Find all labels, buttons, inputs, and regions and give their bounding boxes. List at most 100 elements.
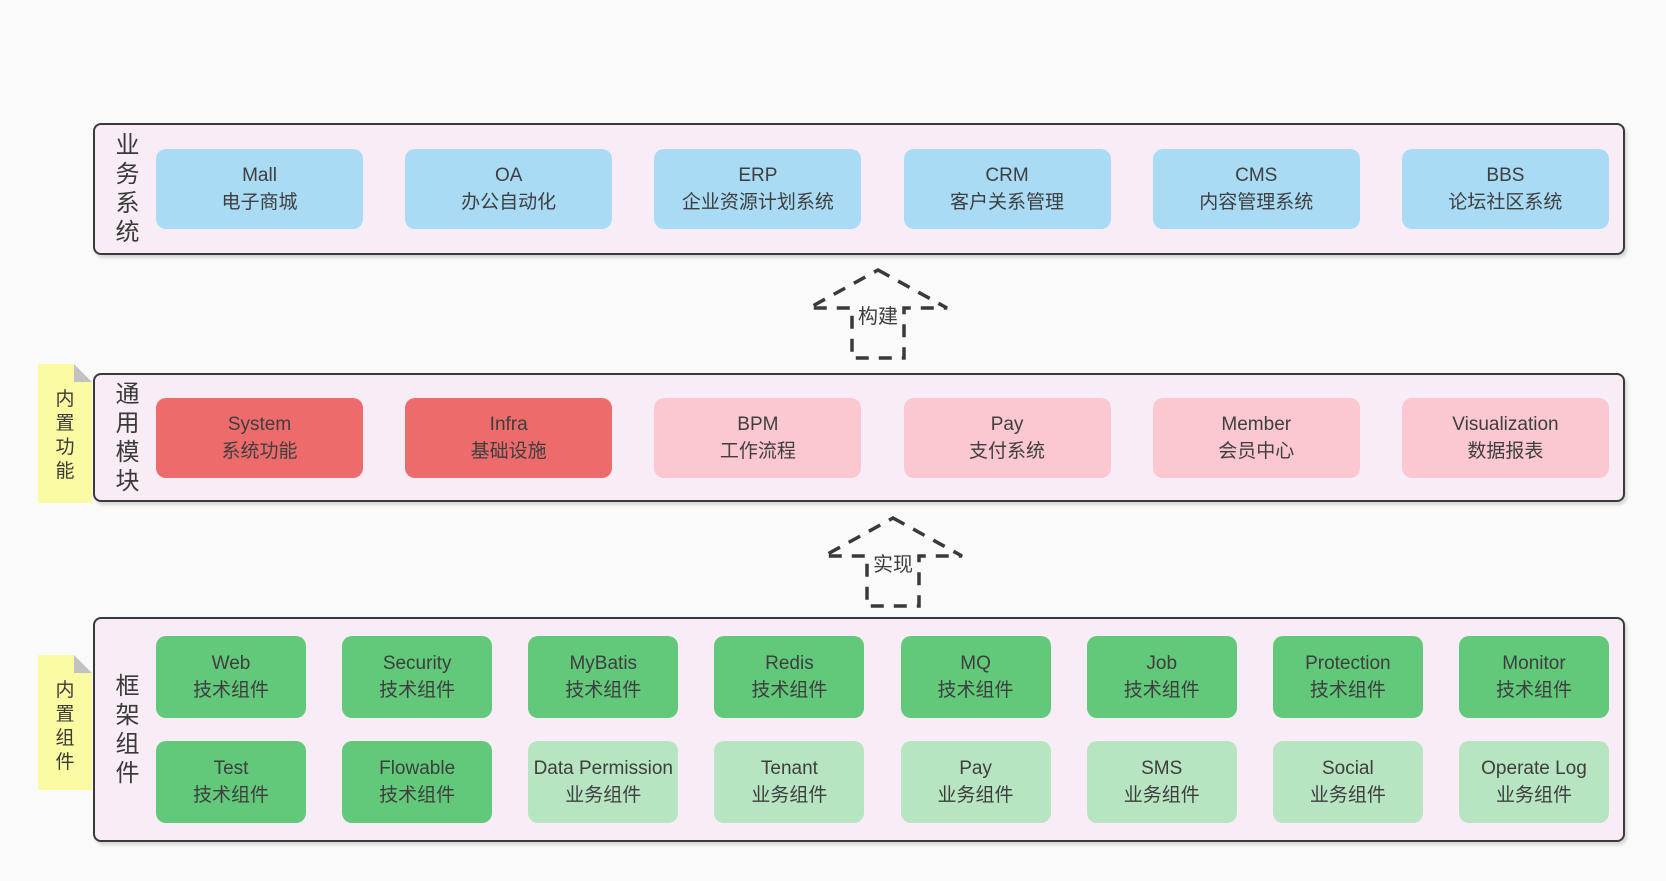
box-title: Security (382, 653, 452, 674)
box-mq: MQ 技术组件 (900, 636, 1051, 718)
dashed-up-arrow-icon (808, 268, 948, 360)
box-subtitle: 工作流程 (719, 440, 796, 462)
box-subtitle: 业务组件 (1309, 785, 1386, 806)
box-sms: SMS 业务组件 (1086, 741, 1237, 823)
box-title: Job (1146, 653, 1178, 674)
box-erp: ERP 企业资源计划系统 (654, 149, 862, 229)
box-pay-component: Pay 业务组件 (900, 741, 1051, 823)
box-subtitle: 业务组件 (751, 785, 828, 806)
box-protection: Protection 技术组件 (1272, 636, 1423, 718)
box-subtitle: 支付系统 (969, 440, 1046, 462)
box-subtitle: 技术组件 (1123, 680, 1200, 701)
box-title: Member (1221, 413, 1292, 435)
box-crm: CRM 客户关系管理 (903, 149, 1111, 229)
box-title: Pay (990, 413, 1024, 435)
box-subtitle: 技术组件 (192, 680, 269, 701)
box-title: CMS (1235, 165, 1278, 186)
panel-label-framework-components: 框架组件 (115, 672, 140, 787)
sticky-label: 内置组件 (55, 680, 75, 773)
box-title: BPM (737, 413, 779, 435)
box-title: Tenant (760, 758, 818, 779)
box-subtitle: 技术组件 (565, 680, 642, 701)
box-subtitle: 办公自动化 (461, 192, 557, 213)
box-title: Mall (242, 165, 277, 186)
box-title: Infra (489, 413, 528, 435)
folded-corner-icon (74, 655, 92, 673)
box-subtitle: 技术组件 (379, 680, 456, 701)
box-social: Social 业务组件 (1272, 741, 1423, 823)
box-subtitle: 业务组件 (937, 785, 1014, 806)
box-subtitle: 业务组件 (1123, 785, 1200, 806)
implement-arrow: 实现 (820, 514, 966, 610)
box-security: Security 技术组件 (342, 636, 493, 718)
framework-components-panel: 框架组件 Web 技术组件 Security 技术组件 MyBatis 技术组件… (93, 617, 1625, 842)
box-subtitle: 技术组件 (937, 680, 1014, 701)
build-arrow: 构建 (805, 266, 951, 362)
box-cms: CMS 内容管理系统 (1152, 149, 1360, 229)
box-job: Job 技术组件 (1086, 636, 1237, 718)
box-pay-system: Pay 支付系统 (903, 397, 1111, 478)
box-title: Visualization (1452, 413, 1559, 435)
box-title: BBS (1486, 165, 1525, 186)
box-flowable: Flowable 技术组件 (342, 741, 493, 823)
box-title: Test (213, 758, 249, 779)
box-title: Pay (959, 758, 992, 779)
box-title: CRM (985, 165, 1029, 186)
box-title: Redis (765, 653, 814, 674)
box-mall: Mall 电子商城 (156, 149, 363, 229)
box-visualization: Visualization 数据报表 (1401, 397, 1609, 478)
box-tenant: Tenant 业务组件 (714, 741, 865, 823)
common-modules-panel: 通用模块 System 系统功能 Infra 基础设施 BPM 工作流程 Pay… (93, 373, 1625, 502)
box-subtitle: 基础设施 (470, 440, 547, 462)
box-subtitle: 技术组件 (1309, 680, 1386, 701)
business-boxes-row: Mall 电子商城 OA 办公自动化 ERP 企业资源计划系统 CRM 客户关系… (156, 149, 1623, 229)
panel-label-business-systems: 业务系统 (115, 132, 140, 246)
box-title: System (227, 413, 292, 435)
box-data-permission: Data Permission 业务组件 (528, 741, 679, 823)
components-rows: Web 技术组件 Security 技术组件 MyBatis 技术组件 Redi… (156, 636, 1623, 823)
box-subtitle: 技术组件 (192, 785, 269, 806)
box-subtitle: 数据报表 (1467, 440, 1544, 462)
box-title: Monitor (1502, 653, 1566, 674)
box-title: MyBatis (569, 653, 638, 674)
box-subtitle: 客户关系管理 (950, 192, 1065, 213)
panel-label-common-modules: 通用模块 (115, 380, 140, 495)
box-redis: Redis 技术组件 (714, 636, 865, 718)
box-subtitle: 技术组件 (379, 785, 456, 806)
box-title: Protection (1305, 653, 1391, 674)
box-title: OA (494, 165, 523, 186)
arrow-label-build: 构建 (854, 299, 902, 330)
box-title: Operate Log (1481, 758, 1587, 779)
sticky-note-builtin-features: 内置功能 (38, 364, 92, 503)
folded-corner-icon (74, 364, 92, 382)
box-title: Web (211, 653, 251, 674)
business-systems-panel: 业务系统 Mall 电子商城 OA 办公自动化 ERP 企业资源计划系统 CRM… (93, 123, 1625, 255)
box-subtitle: 技术组件 (1495, 680, 1572, 701)
box-title: SMS (1141, 758, 1183, 779)
box-subtitle: 系统功能 (221, 440, 298, 462)
components-row-2: Test 技术组件 Flowable 技术组件 Data Permission … (156, 741, 1609, 823)
box-bbs: BBS 论坛社区系统 (1401, 149, 1609, 229)
box-title: Data Permission (533, 758, 673, 779)
box-subtitle: 技术组件 (751, 680, 828, 701)
box-title: MQ (960, 653, 991, 674)
box-subtitle: 电子商城 (221, 192, 298, 213)
box-subtitle: 企业资源计划系统 (681, 192, 834, 213)
box-subtitle: 会员中心 (1218, 440, 1295, 462)
dashed-up-arrow-icon (823, 516, 963, 608)
box-subtitle: 业务组件 (565, 785, 642, 806)
box-subtitle: 内容管理系统 (1199, 192, 1314, 213)
box-bpm: BPM 工作流程 (654, 397, 862, 478)
box-web: Web 技术组件 (156, 636, 306, 718)
box-title: Social (1321, 758, 1374, 779)
arrow-label-implement: 实现 (869, 547, 917, 578)
box-system: System 系统功能 (156, 397, 363, 478)
box-subtitle: 论坛社区系统 (1448, 192, 1563, 213)
box-subtitle: 业务组件 (1495, 785, 1572, 806)
box-oa: OA 办公自动化 (405, 149, 613, 229)
box-member: Member 会员中心 (1152, 397, 1360, 478)
box-infra: Infra 基础设施 (405, 397, 613, 478)
components-row-1: Web 技术组件 Security 技术组件 MyBatis 技术组件 Redi… (156, 636, 1609, 718)
box-title: ERP (738, 165, 778, 186)
